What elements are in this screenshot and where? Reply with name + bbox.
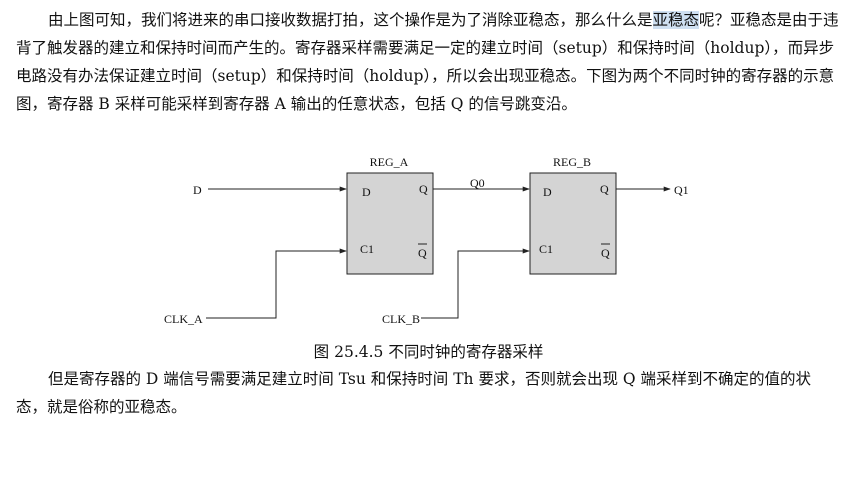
clk-a-label: CLK_A: [164, 312, 203, 326]
reg-a-title: REG_A: [370, 155, 409, 169]
selected-text-highlight[interactable]: 亚稳态: [652, 11, 700, 29]
reg-b-pin-c1: C1: [539, 242, 553, 256]
clk-b-label: CLK_B: [382, 312, 420, 326]
link-q0-label: Q0: [470, 176, 485, 190]
reg-a-box: [346, 172, 434, 275]
page-top-edge: [0, 0, 857, 4]
clk-b-wire: [421, 248, 530, 319]
output-q1-label: Q1: [674, 183, 689, 197]
paragraph-metastability-intro: 由上图可知，我们将进来的串口接收数据打拍，这个操作是为了消除亚稳态，那么什么是亚…: [16, 6, 842, 118]
paragraph-setup-hold-requirement: 但是寄存器的 D 端信号需要满足建立时间 Tsu 和保持时间 Th 要求，否则就…: [16, 370, 812, 416]
reg-a-pin-c1: C1: [360, 242, 374, 256]
paragraph-text-before: 由上图可知，我们将进来的串口接收数据打拍，这个操作是为了消除亚稳态，那么什么是: [48, 11, 653, 29]
reg-b-pin-d: D: [543, 185, 552, 199]
reg-a-pin-q: Q: [419, 182, 428, 196]
reg-b-title: REG_B: [553, 155, 591, 169]
paragraph-text-after: 呢？亚稳态是由于违背了触发器的建立和保持时间而产生的。寄存器采样需要满足一定的建…: [16, 11, 839, 113]
figure-caption: 图 25.4.5 不同时钟的寄存器采样: [313, 343, 544, 361]
reg-b-box: [529, 172, 617, 275]
reg-a-pin-qbar: Q: [418, 246, 427, 260]
clk-a-wire: [206, 248, 347, 319]
reg-b-pin-qbar: Q: [601, 246, 610, 260]
input-d-label: D: [193, 183, 202, 197]
reg-b-pin-q: Q: [600, 182, 609, 196]
reg-a-pin-d: D: [362, 185, 371, 199]
